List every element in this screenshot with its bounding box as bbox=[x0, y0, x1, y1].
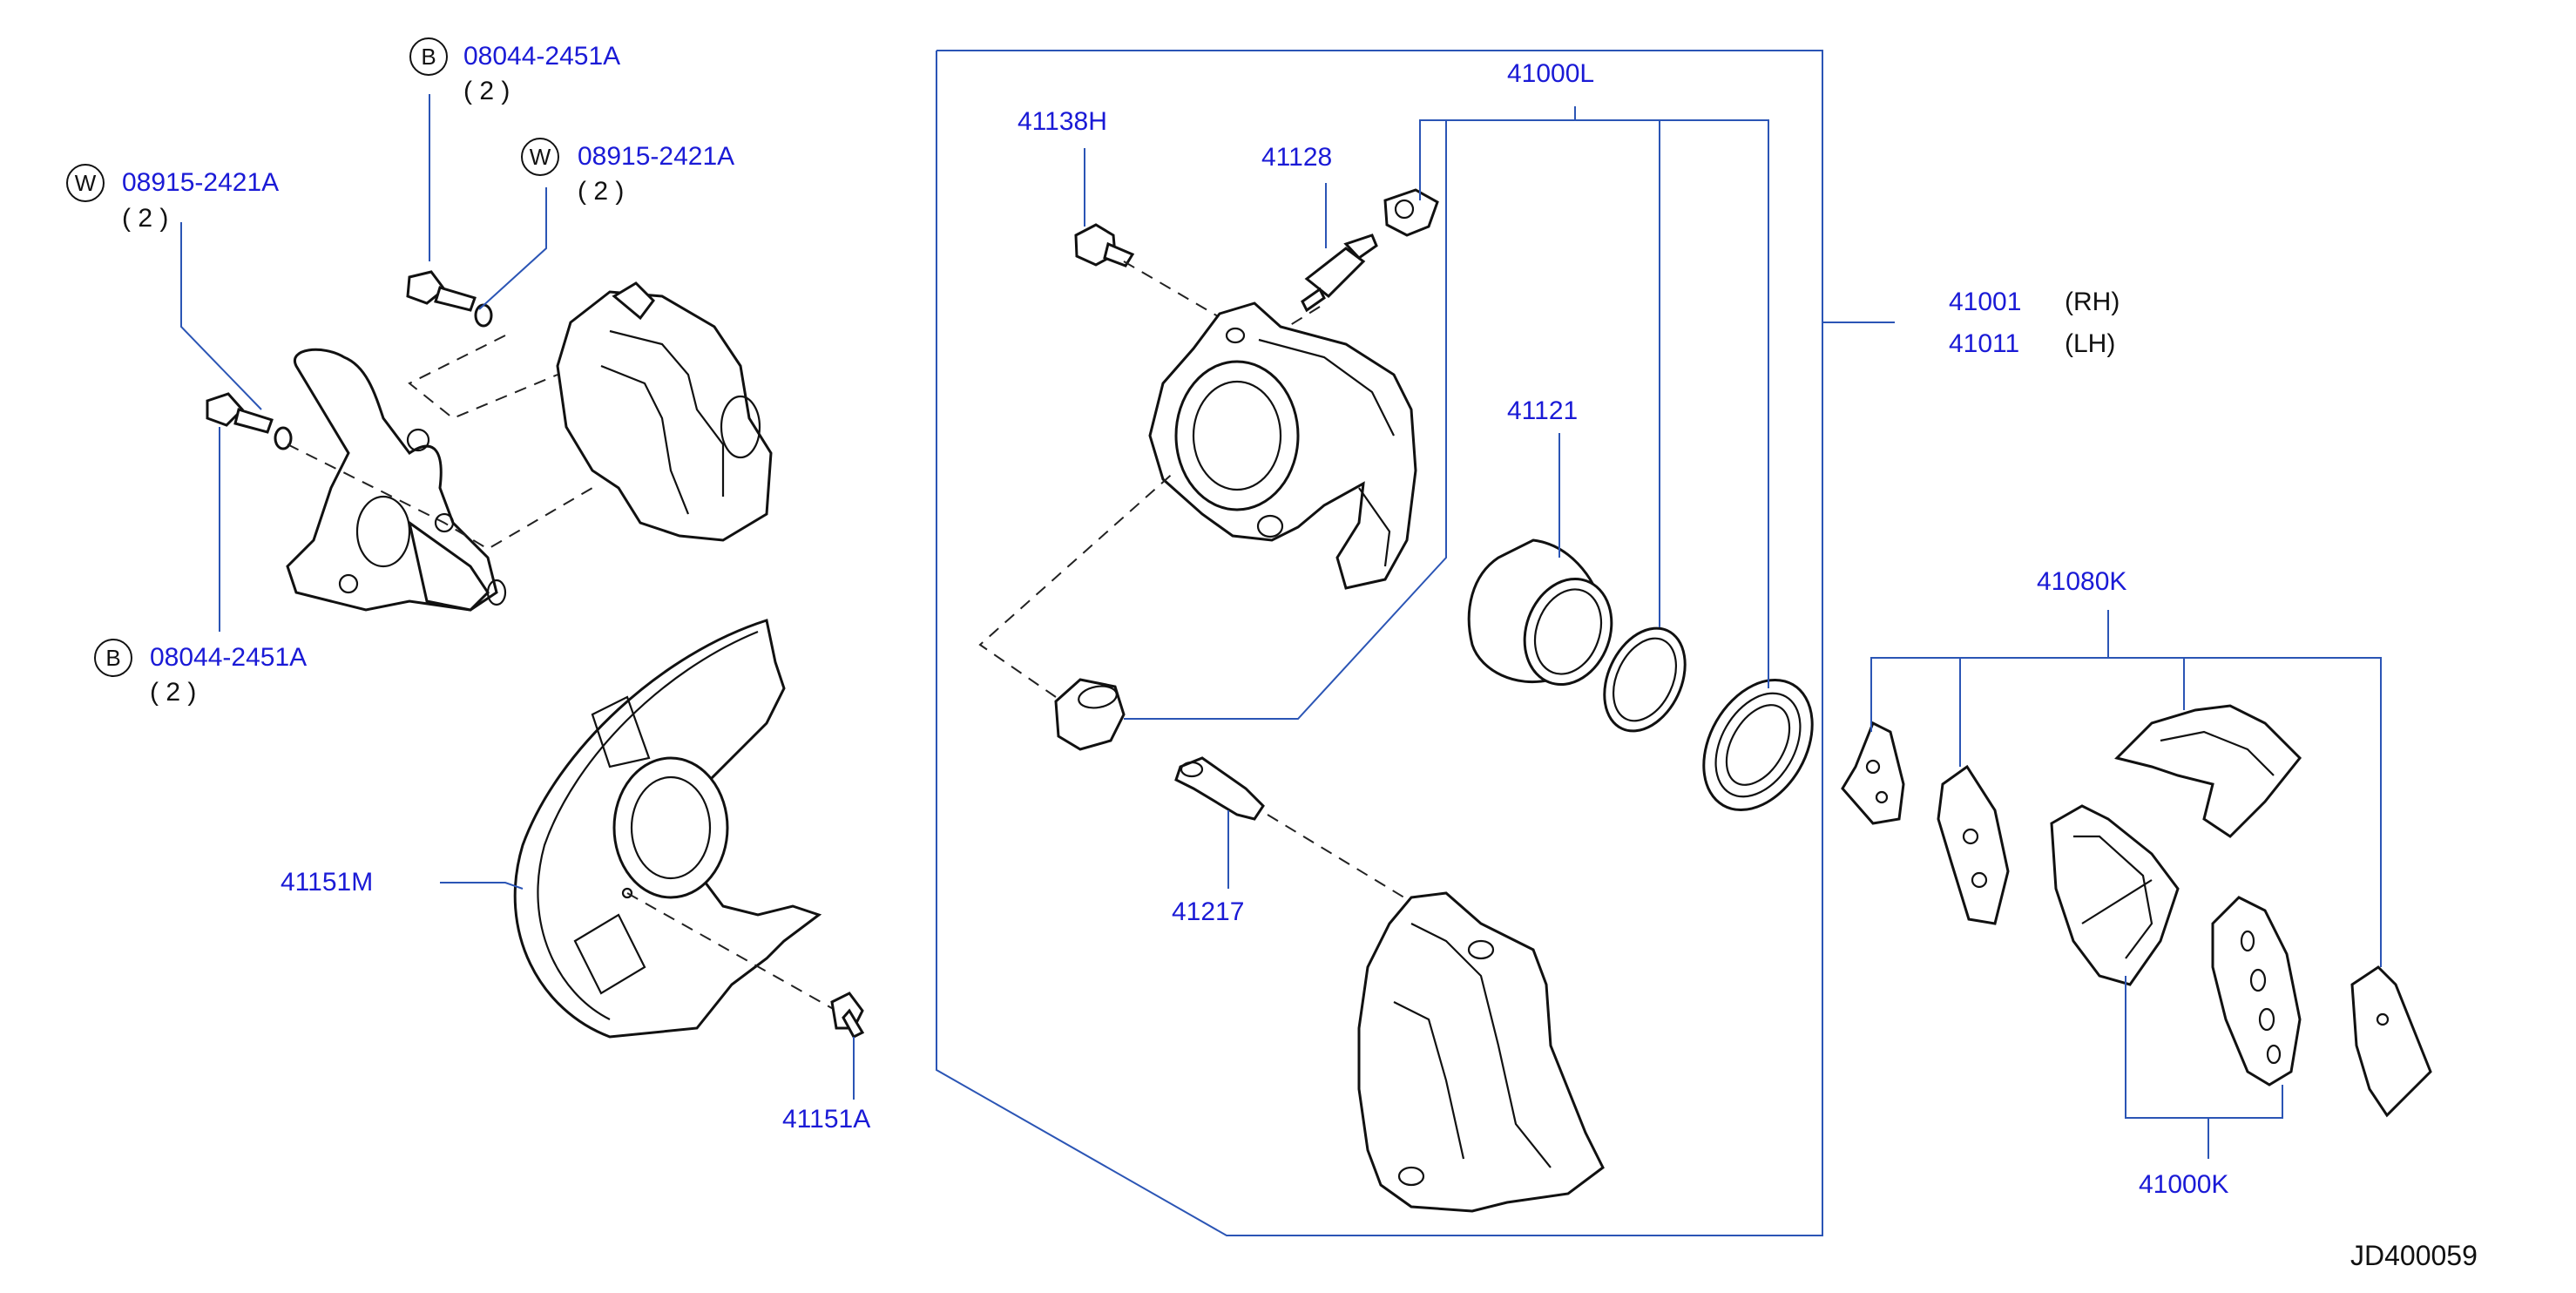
leader-pad-hardware-4 bbox=[2108, 657, 2382, 967]
washer-left bbox=[274, 426, 293, 450]
pad-shim-outer-right bbox=[2350, 965, 2432, 1118]
caliper-rh-side: (RH) bbox=[2065, 288, 2120, 316]
bolt-b-bottom-part-number[interactable]: 08044-2451A bbox=[150, 643, 308, 672]
pad-anti-rattle-clip bbox=[2114, 704, 2302, 838]
leader-pad-kit bbox=[2125, 976, 2283, 1119]
caliper-support bbox=[1357, 891, 1605, 1213]
leader-washer-w-right bbox=[478, 187, 547, 310]
washer-w-right-part-number[interactable]: 08915-2421A bbox=[578, 142, 735, 171]
knuckle-bolt-top bbox=[406, 270, 477, 312]
sleeve-part-number[interactable]: 41217 bbox=[1172, 897, 1245, 926]
seal-kit-part-number[interactable]: 41000L bbox=[1507, 59, 1595, 88]
splash-shield-part-number[interactable]: 41151M bbox=[281, 868, 374, 897]
pad-shim-inner-left bbox=[1937, 764, 2010, 925]
diagram-code: JD400059 bbox=[2350, 1240, 2478, 1271]
brake-pad-outer bbox=[2211, 896, 2302, 1087]
pad-kit-part-number[interactable]: 41000K bbox=[2139, 1170, 2229, 1199]
splash-shield bbox=[513, 619, 822, 1039]
pin-bolt bbox=[1301, 234, 1378, 313]
caliper-piston bbox=[1467, 538, 1613, 687]
leader-seal-kit bbox=[1419, 119, 1769, 688]
assembly-line-guide-boot bbox=[978, 470, 1177, 698]
washer-w-left-part-number[interactable]: 08915-2421A bbox=[122, 168, 280, 197]
bolt-b-top-badge: B bbox=[409, 37, 448, 76]
guide-boot bbox=[1054, 678, 1126, 751]
steering-knuckle bbox=[286, 348, 507, 612]
guide-sleeve bbox=[1174, 756, 1265, 821]
pad-hardware-part-number[interactable]: 41080K bbox=[2037, 567, 2127, 596]
caliper-body bbox=[1148, 301, 1417, 590]
washer-w-left-badge: W bbox=[66, 164, 105, 202]
caliper-assembly-boundary bbox=[936, 50, 1823, 1236]
shield-bolt-part-number[interactable]: 41151A bbox=[782, 1105, 871, 1134]
washer-right bbox=[474, 303, 493, 328]
caliper-support-mounted bbox=[556, 281, 773, 542]
assembly-line-knuckle-bottom bbox=[287, 443, 593, 551]
knuckle-bolt-left bbox=[206, 392, 274, 434]
pin-bolt-part-number[interactable]: 41128 bbox=[1261, 143, 1333, 172]
bolt-b-top-qty: ( 2 ) bbox=[463, 77, 510, 105]
washer-w-right-badge: W bbox=[521, 138, 559, 176]
piston-seal bbox=[1603, 626, 1687, 733]
bleeder-screw bbox=[1074, 223, 1135, 267]
leader-splash-shield bbox=[440, 882, 524, 890]
washer-w-left-qty: ( 2 ) bbox=[122, 204, 169, 233]
caliper-lh-part-number[interactable]: 41011 bbox=[1949, 329, 2020, 358]
leader-washer-w-left bbox=[180, 222, 262, 410]
bolt-b-bottom-qty: ( 2 ) bbox=[150, 678, 197, 707]
washer-w-right-qty: ( 2 ) bbox=[578, 177, 625, 206]
pad-shim-outer-left bbox=[1841, 721, 1905, 825]
leader-pad-hardware bbox=[1870, 610, 2109, 732]
dust-boot bbox=[1702, 678, 1814, 812]
bolt-b-top-part-number[interactable]: 08044-2451A bbox=[463, 42, 621, 71]
assembly-line-knuckle-top bbox=[408, 335, 558, 420]
assembly-line-shield-bolt bbox=[626, 892, 837, 1012]
assembly-line-sleeve bbox=[1267, 814, 1412, 903]
leader-seal-kit-to-guide-boot bbox=[1124, 120, 1447, 720]
pin-boot-top bbox=[1383, 188, 1439, 237]
assembly-line-bleeder bbox=[1123, 261, 1229, 323]
piston-part-number[interactable]: 41121 bbox=[1507, 396, 1579, 425]
bleeder-screw-part-number[interactable]: 41138H bbox=[1018, 107, 1107, 136]
bolt-b-bottom-badge: B bbox=[94, 639, 132, 677]
assembly-line-pin-bolt bbox=[1280, 306, 1321, 332]
brake-pad-inner bbox=[2050, 804, 2180, 986]
caliper-lh-side: (LH) bbox=[2065, 329, 2116, 358]
shield-bolt bbox=[830, 992, 865, 1039]
caliper-rh-part-number[interactable]: 41001 bbox=[1949, 288, 2022, 316]
